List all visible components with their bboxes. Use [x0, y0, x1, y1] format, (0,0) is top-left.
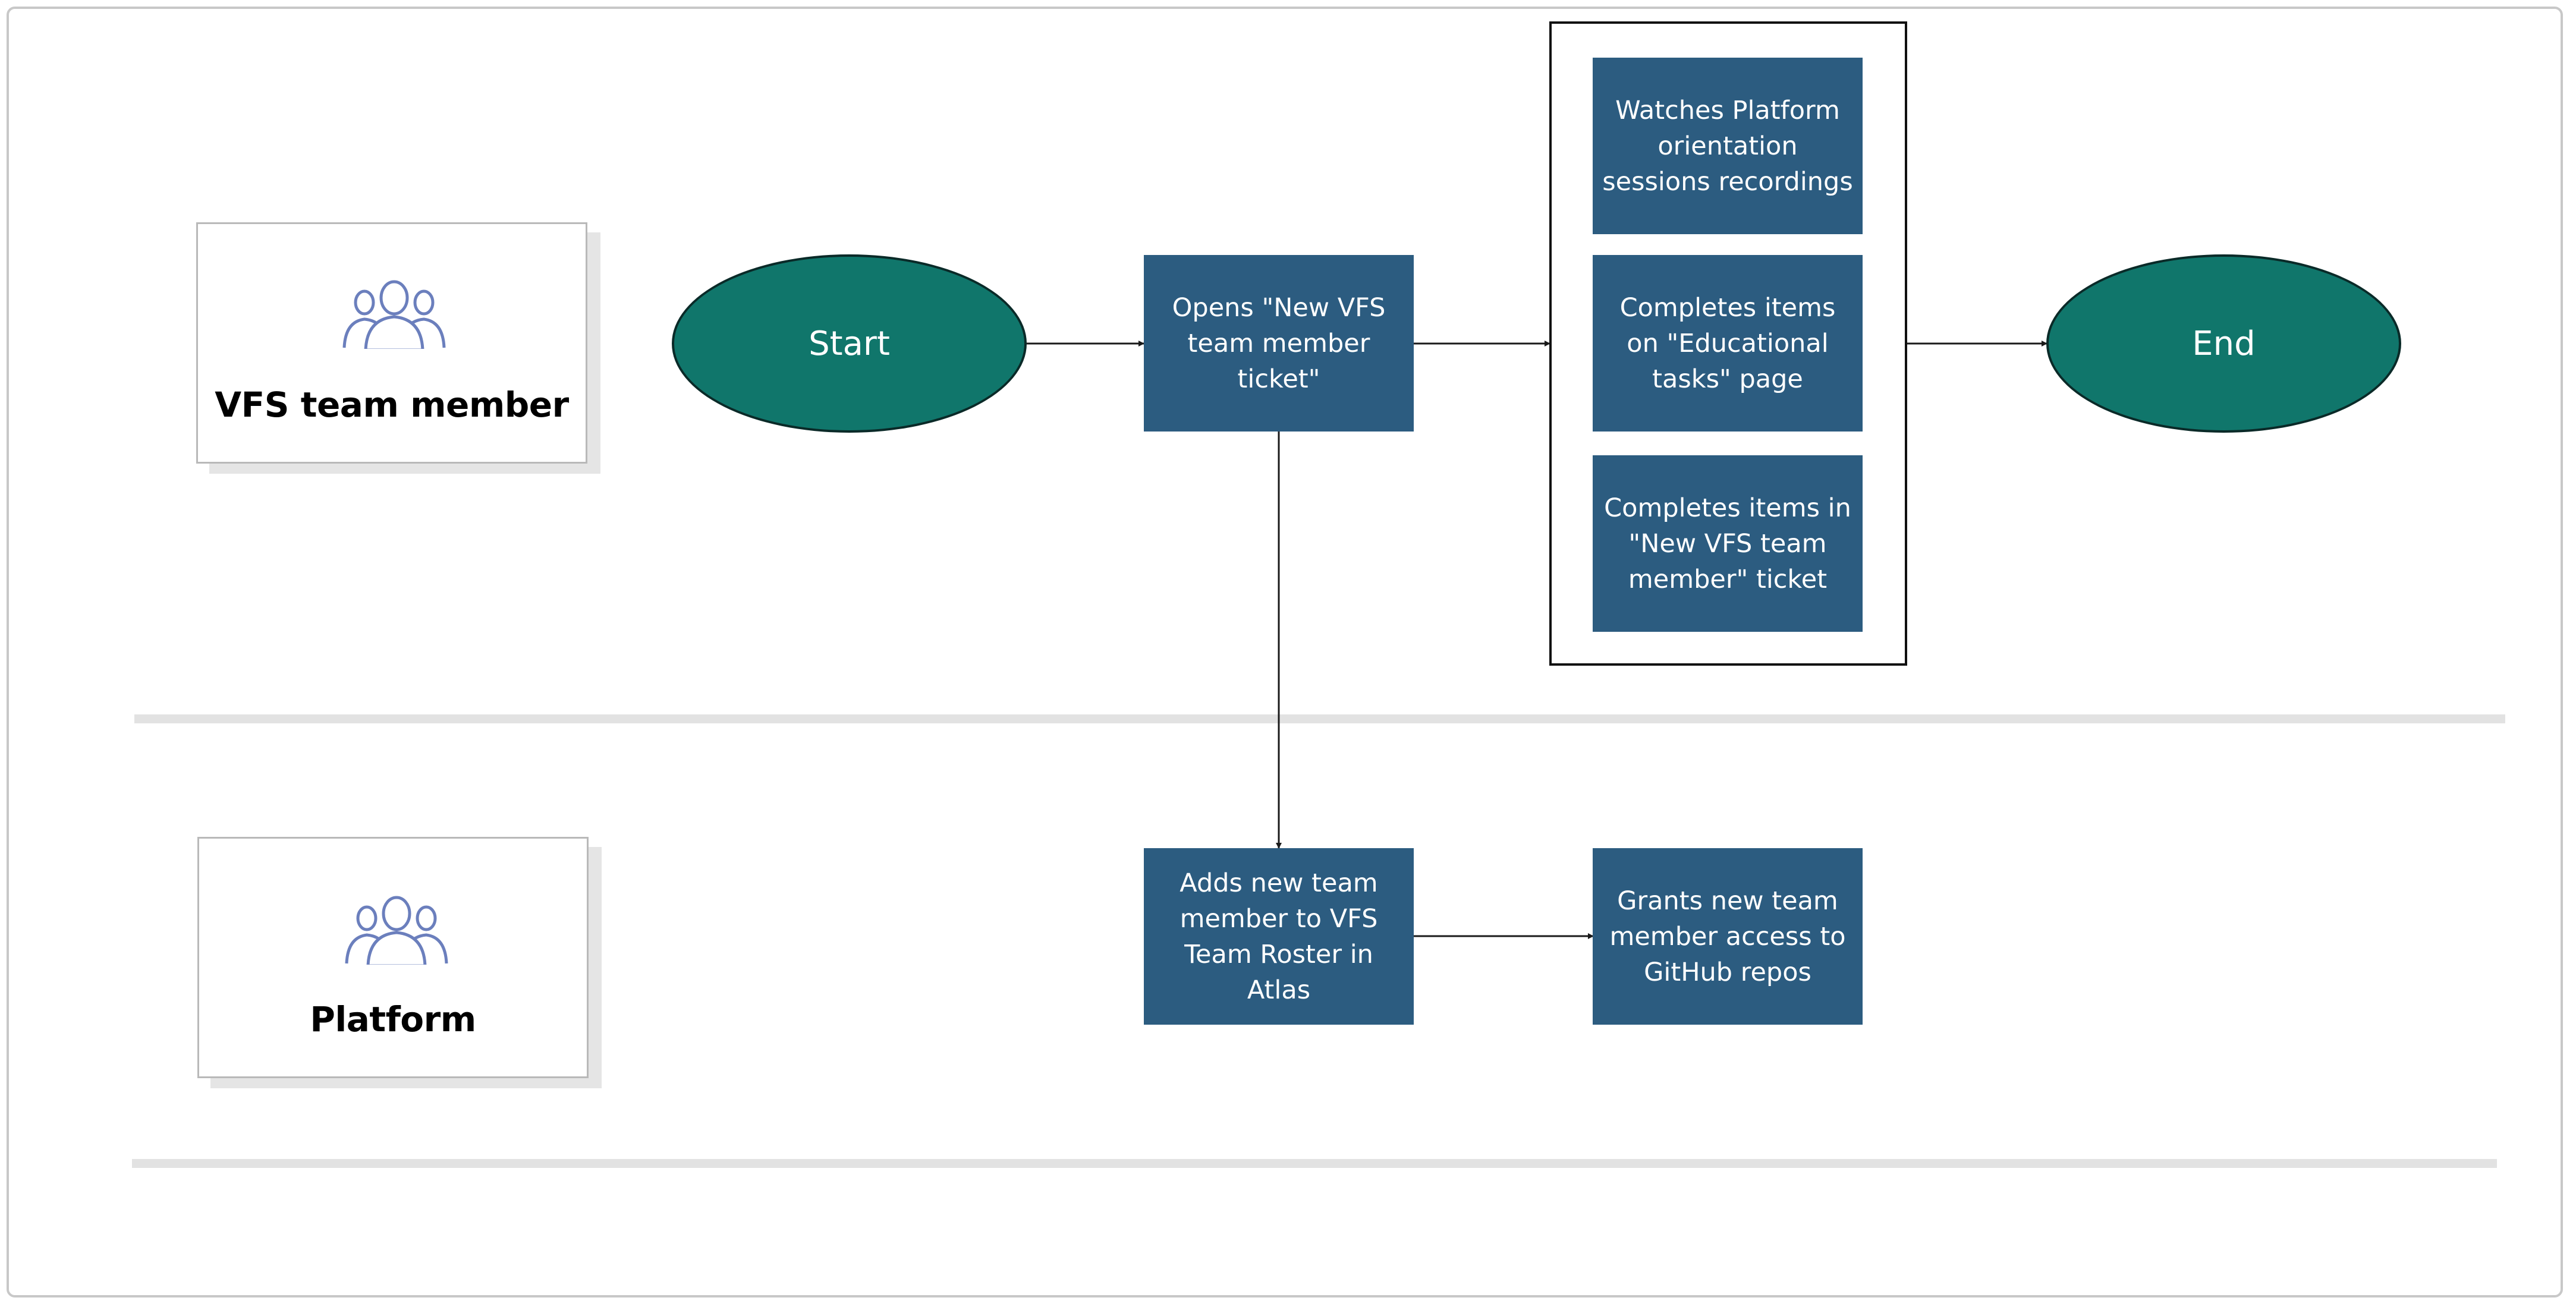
- start-node: Start: [672, 254, 1027, 433]
- process-watches-recordings: Watches Platform orientation sessions re…: [1593, 58, 1863, 234]
- people-group-icon-shape: [342, 280, 446, 349]
- process-completes-ticket-items-label: Completes items in "New VFS team member"…: [1604, 493, 1851, 594]
- process-watches-recordings-label: Watches Platform orientation sessions re…: [1602, 95, 1853, 197]
- process-adds-to-roster: Adds new team member to VFS Team Roster …: [1144, 848, 1414, 1025]
- diagram-frame: [7, 7, 2563, 1297]
- process-grants-access: Grants new team member access to GitHub …: [1593, 848, 1863, 1025]
- process-adds-to-roster-label: Adds new team member to VFS Team Roster …: [1180, 868, 1378, 1005]
- people-group-icon-shape: [345, 896, 448, 965]
- lane-card-platform: Platform: [197, 837, 589, 1078]
- process-grants-access-label: Grants new team member access to GitHub …: [1609, 886, 1846, 987]
- lane-card-vfs-team-member: VFS team member: [196, 222, 587, 464]
- end-node-label: End: [2192, 324, 2256, 363]
- process-completes-educational: Completes items on "Educational tasks" p…: [1593, 255, 1863, 432]
- start-node-label: Start: [809, 324, 890, 363]
- process-completes-educational-label: Completes items on "Educational tasks" p…: [1619, 292, 1836, 394]
- end-node: End: [2046, 254, 2401, 433]
- people-group-icon: [345, 896, 448, 965]
- lane-label-platform: Platform: [310, 999, 476, 1040]
- process-completes-ticket-items: Completes items in "New VFS team member"…: [1593, 455, 1863, 632]
- lane-divider-bottom: [132, 1159, 2497, 1168]
- people-group-icon: [342, 280, 446, 349]
- parallel-tasks-group: [1549, 21, 1907, 666]
- process-opens-ticket: Opens "New VFS team member ticket": [1144, 255, 1414, 432]
- lane-divider-top: [134, 714, 2505, 723]
- process-opens-ticket-label: Opens "New VFS team member ticket": [1172, 292, 1386, 394]
- lane-label-vfs-team-member: VFS team member: [215, 385, 569, 425]
